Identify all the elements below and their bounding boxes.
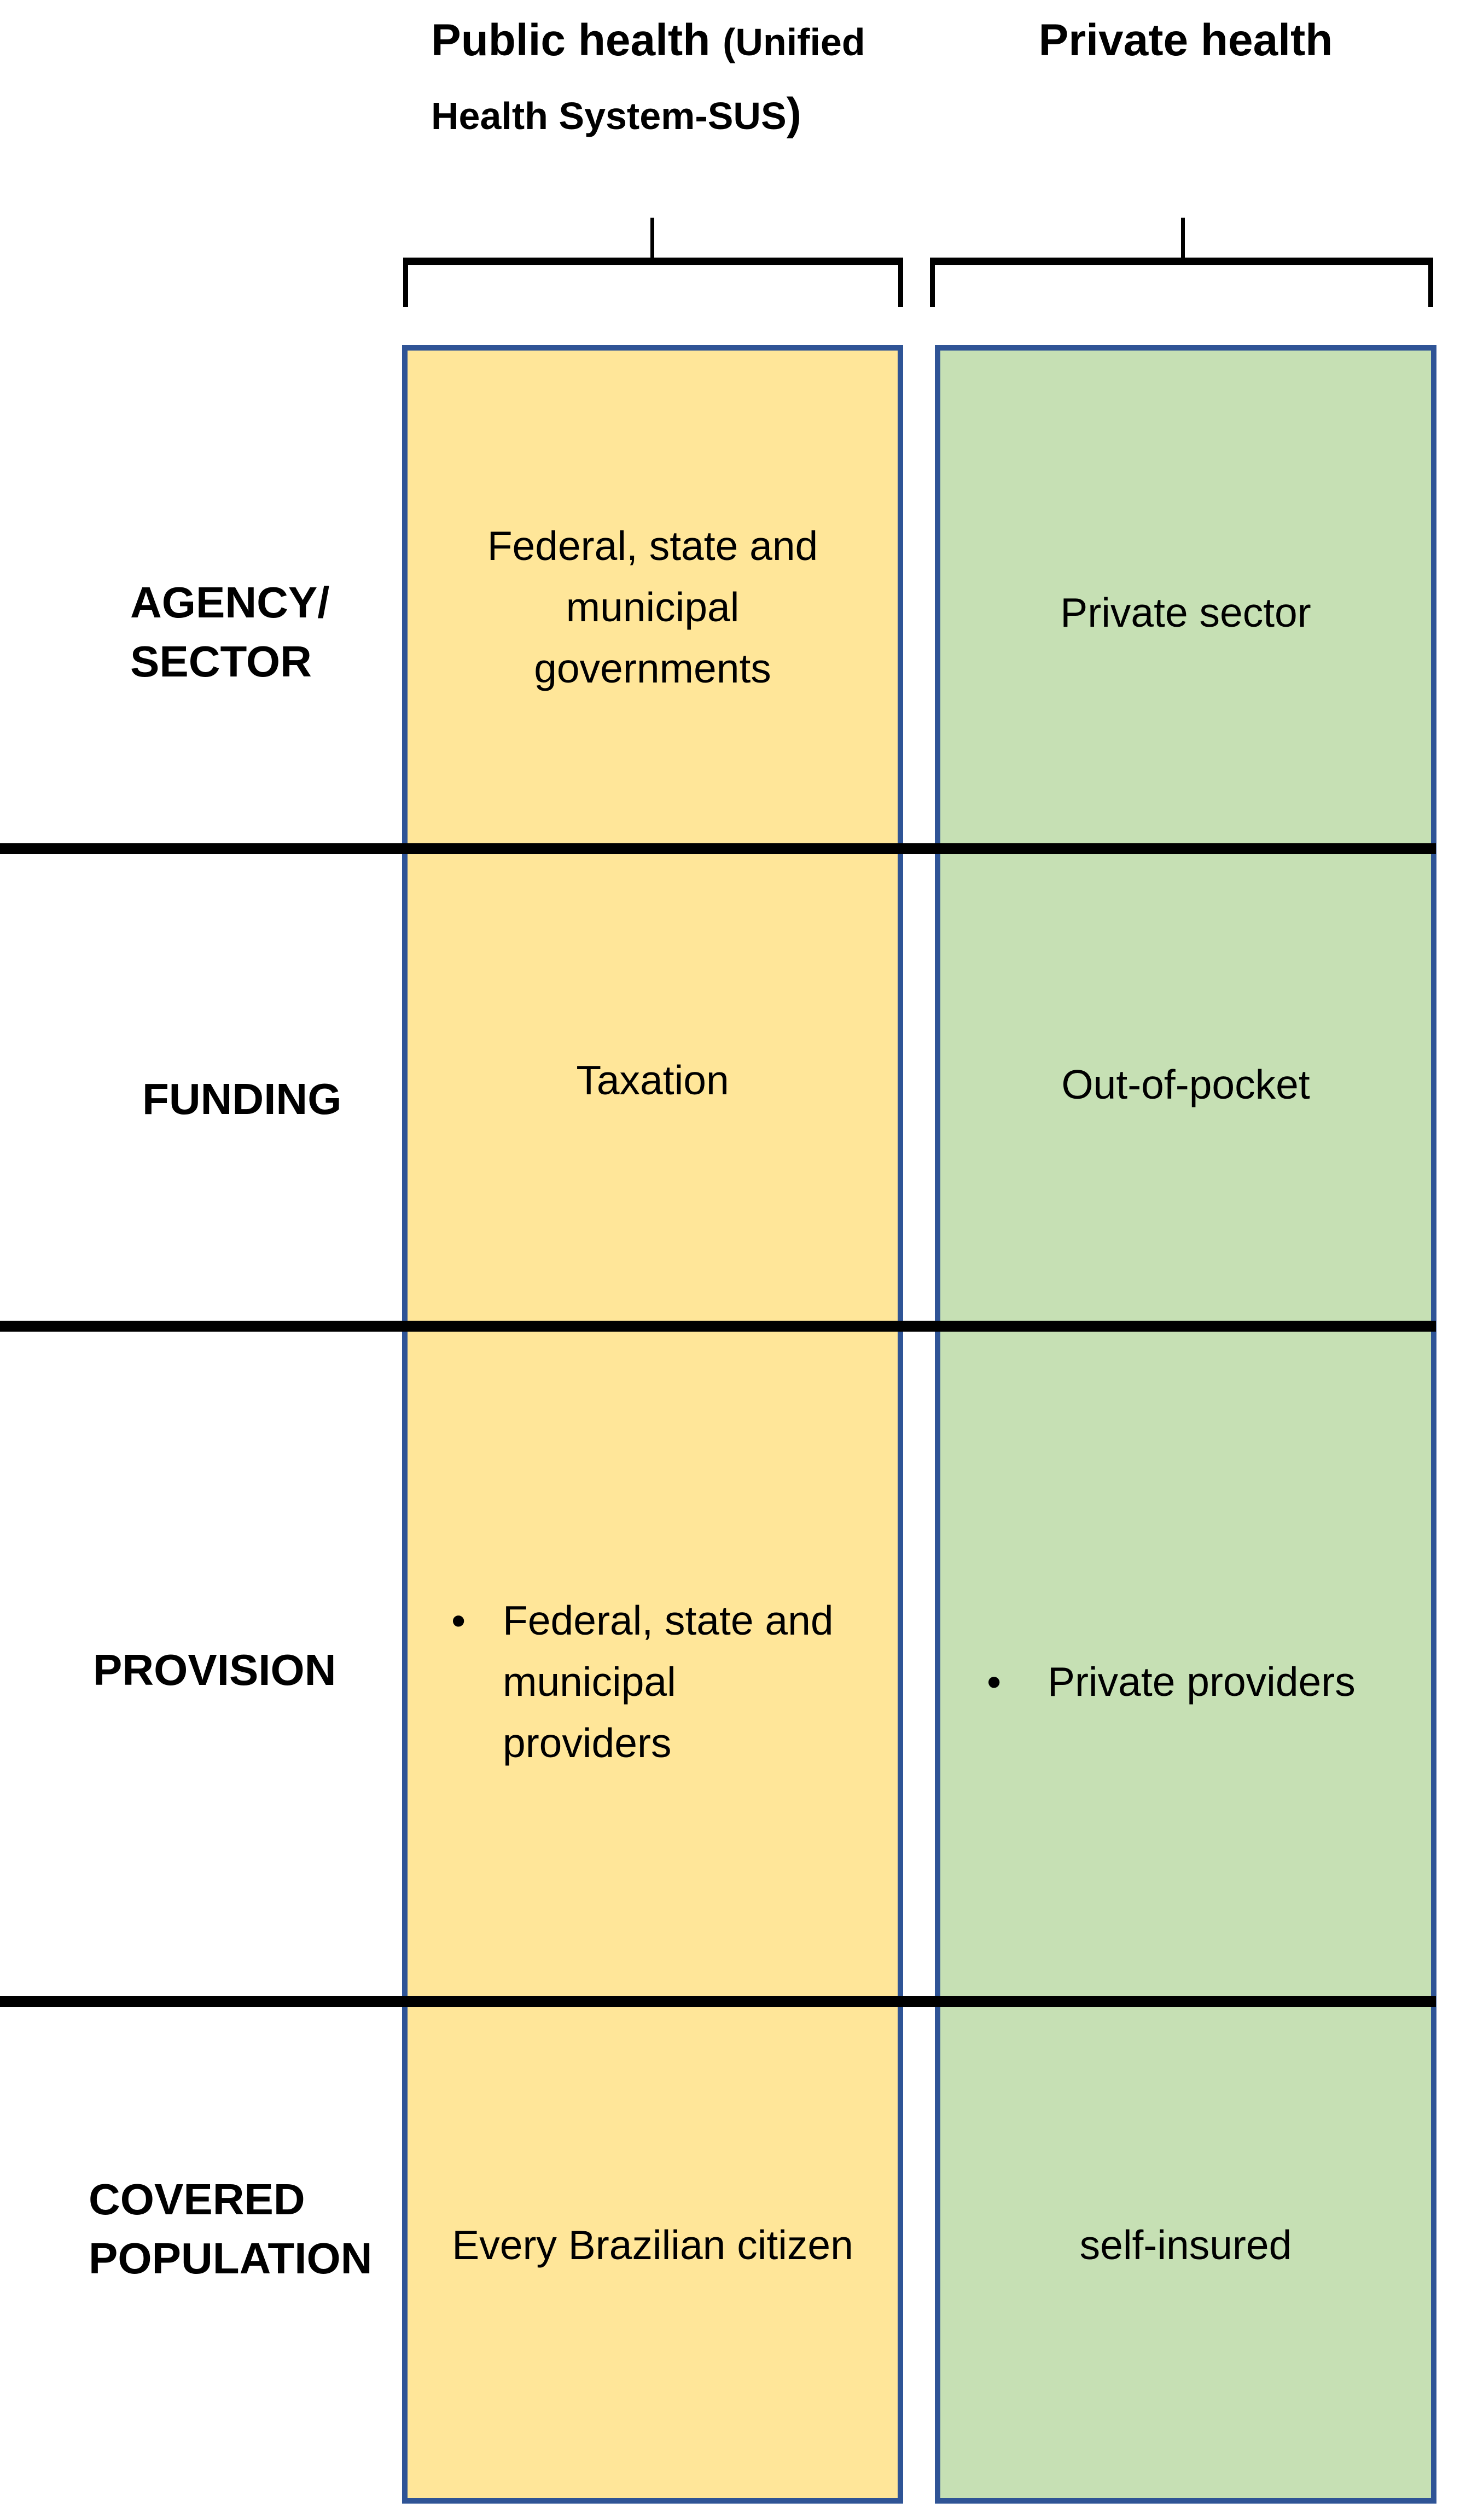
public-header-paren-open: (Unified [723, 21, 865, 63]
bullet-icon: • [987, 1659, 1002, 1705]
row-label-agency-sector: AGENCY/SECTOR [130, 578, 330, 686]
bullet-icon: • [451, 1597, 466, 1643]
public-header-main-text: Public health [431, 15, 723, 65]
row-separator-provision-covered [0, 1996, 1436, 2007]
row-label-funding: FUNDING [142, 1075, 342, 1123]
row-separator-agency-funding [0, 843, 1436, 854]
right-bracket-end-tick-right [1428, 258, 1433, 307]
cell-funding-public: Taxation [576, 1057, 729, 1103]
row-label-provision: PROVISION [93, 1646, 336, 1694]
cell-funding-private: Out-of-pocket [1061, 1061, 1310, 1107]
cell-covered-public: Every Brazilian citizen [452, 2222, 853, 2268]
cell-agency-private: Private sector [1060, 590, 1311, 635]
right-bracket-end-tick-left [930, 258, 935, 307]
cell-covered-private: self-insured [1079, 2222, 1292, 2268]
row-separator-funding-provision [0, 1321, 1436, 1332]
public-column-box [402, 345, 903, 2504]
right-bracket-stem [1181, 218, 1185, 259]
left-bracket-end-tick-right [898, 258, 903, 307]
cell-provision-private-text: Private providers [1048, 1659, 1356, 1705]
right-bracket-bar [930, 258, 1433, 265]
left-bracket-bar [403, 258, 903, 265]
private-column-box [935, 345, 1436, 2504]
left-bracket-stem [650, 218, 654, 259]
left-bracket-end-tick-left [403, 258, 408, 307]
public-health-column-header: Public health (Unified Health System-SUS… [431, 10, 865, 158]
public-header-paren-line2: Health System-SUS [431, 95, 787, 137]
private-health-column-header: Private health [1038, 15, 1333, 65]
public-header-paren-close: ) [786, 89, 801, 139]
cell-provision-private: • Private providers [987, 1651, 1356, 1712]
